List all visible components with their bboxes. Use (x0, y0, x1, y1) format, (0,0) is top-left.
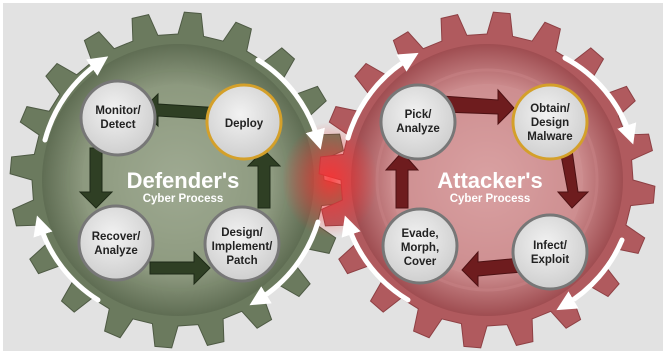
node-evade-line3: Cover (404, 256, 437, 268)
defender-rotation-arrow-bottomright (249, 219, 321, 306)
node-recover-line2: Analyze (94, 245, 137, 257)
node-obtain-line3: Malware (527, 131, 572, 143)
node-pick-analyze: Pick/ Analyze (379, 83, 457, 161)
node-deploy: Deploy (205, 83, 283, 161)
node-infect-line1: Infect/ (533, 240, 568, 252)
node-monitor-line1: Monitor/ (95, 105, 141, 117)
defender-rotation-arrow-bottomleft (33, 215, 101, 303)
node-monitor-line2: Detect (100, 119, 135, 131)
node-design-line1: Design/ (221, 227, 263, 239)
node-design-line3: Patch (226, 255, 257, 267)
node-infect-exploit: Infect/ Exploit (511, 213, 589, 291)
attacker-rotation-arrow-topright (562, 55, 637, 145)
node-pick-line2: Analyze (396, 123, 439, 135)
node-obtain-line2: Design (531, 117, 569, 129)
node-infect-line2: Exploit (531, 254, 570, 266)
defender-title: Defender's (127, 168, 240, 193)
defender-cycle-arrows (78, 92, 282, 286)
defender-subtitle: Cyber Process (143, 193, 224, 205)
attacker-rotation-arrow-bottomright (556, 237, 625, 311)
attacker-rotation-arrow-topleft (345, 52, 419, 141)
attacker-title: Attacker's (437, 168, 543, 193)
node-pick-line1: Pick/ (405, 109, 433, 121)
node-deploy-line1: Deploy (225, 118, 264, 130)
defender-rotation-arrow-topright (255, 57, 325, 150)
gear-mesh-glow (282, 122, 378, 238)
rotation-arrows (33, 52, 637, 311)
attacker-cycle-arrows (384, 88, 590, 288)
node-obtain-line1: Obtain/ (530, 103, 570, 115)
node-evade-morph-cover: Evade, Morph, Cover (381, 207, 459, 285)
attacker-rotation-arrow-bottomleft (341, 215, 411, 303)
node-evade-line2: Morph, (401, 242, 439, 254)
attacker-subtitle: Cyber Process (450, 193, 531, 205)
node-design-line2: Implement/ (212, 241, 274, 253)
node-monitor-detect: Monitor/ Detect (79, 79, 157, 157)
node-obtain-design-malware: Obtain/ Design Malware (511, 83, 589, 161)
node-design-implement-patch: Design/ Implement/ Patch (203, 205, 281, 283)
node-recover-line1: Recover/ (92, 231, 141, 243)
node-evade-line1: Evade, (401, 228, 438, 240)
defender-rotation-arrow-topleft (42, 56, 109, 143)
node-recover-analyze: Recover/ Analyze (77, 204, 155, 282)
